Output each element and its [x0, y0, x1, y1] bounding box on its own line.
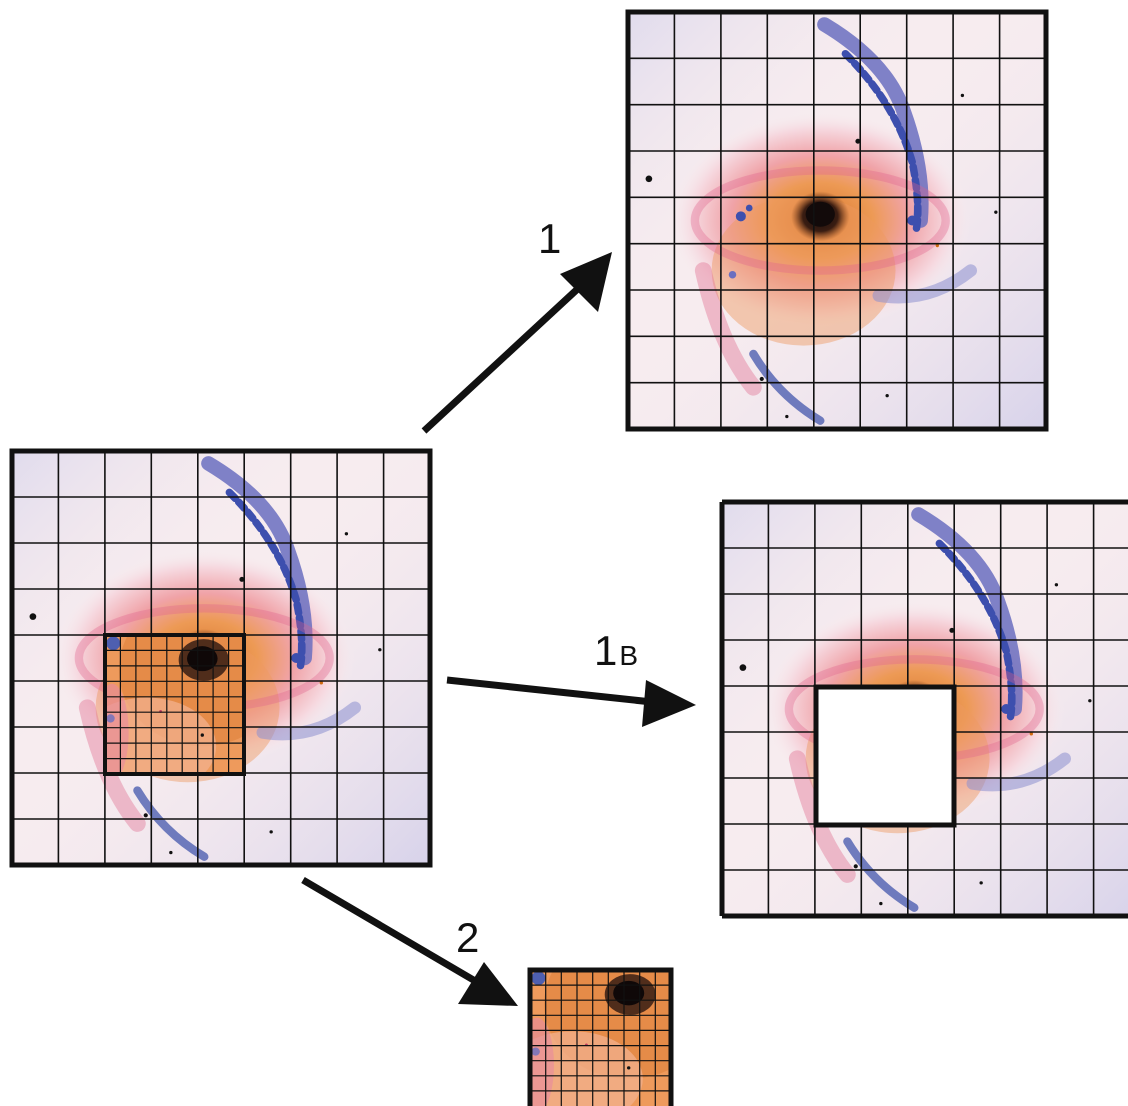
result-grid-1 [625, 9, 1049, 432]
label-2: 2 [456, 914, 479, 961]
label-1b-main: 1 [594, 627, 617, 674]
label-1: 1 [538, 215, 561, 262]
arrow-1b [446, 676, 696, 727]
main-coarse-grid [9, 448, 433, 868]
main-grid-border [9, 448, 433, 868]
result-grid-2 [527, 967, 674, 1106]
label-1b-subscript: B [619, 640, 638, 671]
excised-region [813, 684, 957, 828]
arrow-1 [421, 252, 612, 434]
refined-patch-grid [105, 635, 244, 774]
label-1b: 1B [594, 627, 638, 674]
arrow-2 [301, 876, 518, 1006]
result-grid-1b [719, 499, 1128, 919]
refined-patch [103, 633, 246, 776]
